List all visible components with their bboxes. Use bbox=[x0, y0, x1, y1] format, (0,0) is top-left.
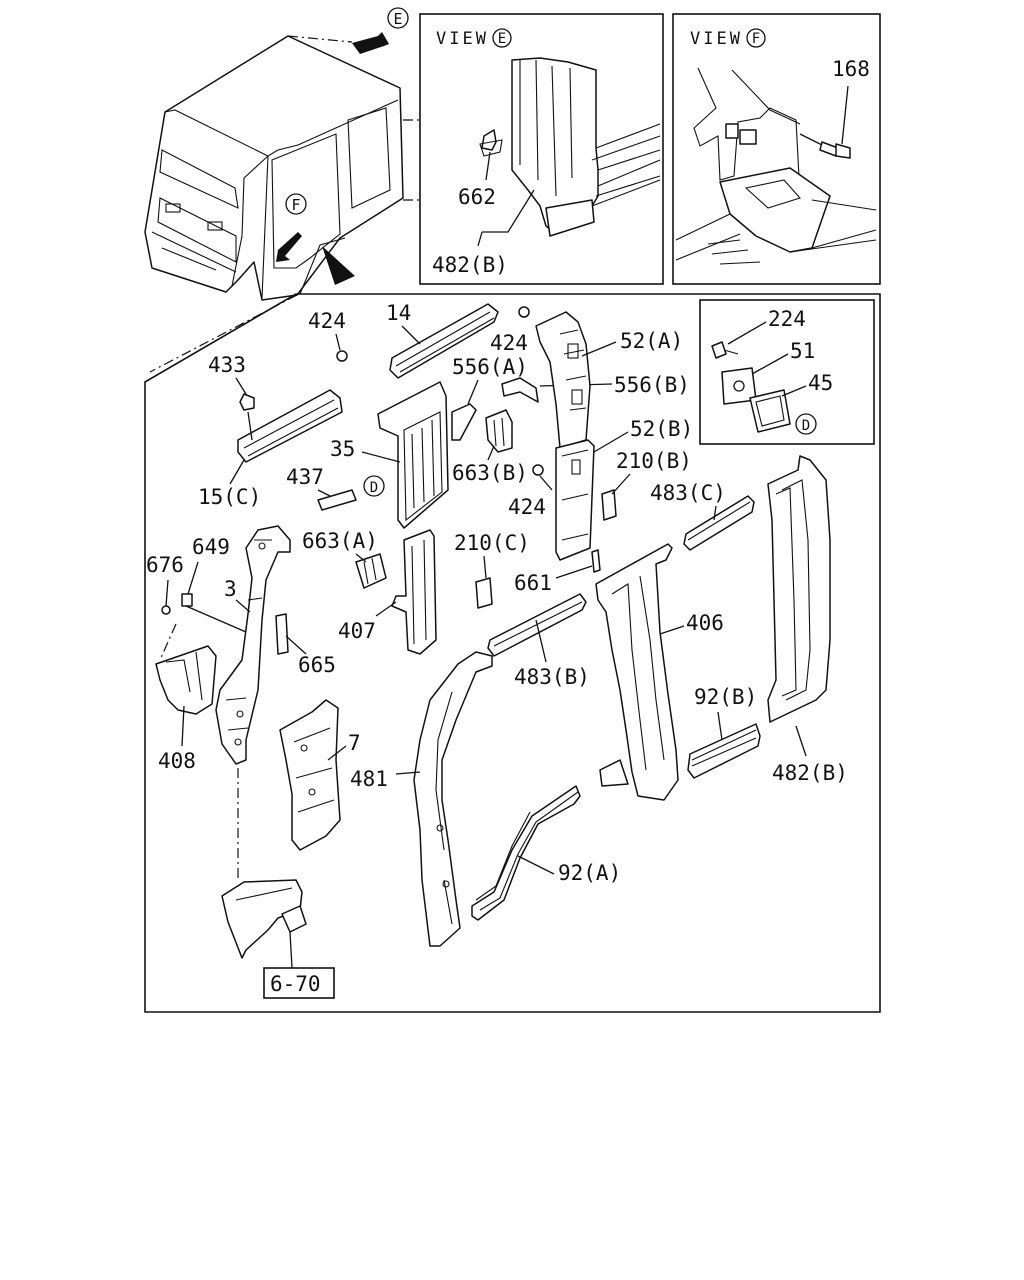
callout-424-a: 424 bbox=[308, 309, 346, 333]
inset-panel: 224 51 45 D bbox=[699, 299, 875, 445]
marker-d-inset: D bbox=[802, 418, 810, 434]
callout-424-b: 424 bbox=[490, 331, 528, 355]
callout-52a: 52(A) bbox=[620, 329, 683, 353]
view-f-title: VIEW bbox=[690, 29, 743, 49]
callout-15c: 15(C) bbox=[198, 485, 261, 509]
callout-407: 407 bbox=[338, 619, 376, 643]
callout-210c: 210(C) bbox=[454, 531, 530, 555]
callout-662: 662 bbox=[458, 185, 496, 209]
callout-35: 35 bbox=[330, 437, 355, 461]
callout-556b: 556(B) bbox=[614, 373, 690, 397]
callout-437: 437 bbox=[286, 465, 324, 489]
callout-482b-view-e: 482(B) bbox=[432, 253, 508, 277]
callout-7: 7 bbox=[348, 731, 361, 755]
cab-overview: E F bbox=[144, 7, 420, 373]
callout-424-c: 424 bbox=[508, 495, 546, 519]
callout-649: 649 bbox=[192, 535, 230, 559]
callout-51: 51 bbox=[790, 339, 815, 363]
callout-224: 224 bbox=[768, 307, 806, 331]
callout-52b: 52(B) bbox=[630, 417, 693, 441]
callout-45: 45 bbox=[808, 371, 833, 395]
callout-483c: 483(C) bbox=[650, 481, 726, 505]
view-e-marker: E bbox=[498, 31, 506, 47]
view-f-panel: VIEW F 168 bbox=[672, 13, 881, 285]
callout-3: 3 bbox=[224, 577, 237, 601]
marker-f: F bbox=[291, 196, 300, 214]
callout-661: 661 bbox=[514, 571, 552, 595]
callout-663b: 663(B) bbox=[452, 461, 528, 485]
main-panel: 224 51 45 D 14 424 433 15(C) 35 bbox=[144, 293, 881, 1013]
marker-e: E bbox=[393, 10, 402, 28]
view-f-marker: F bbox=[752, 31, 760, 47]
view-e-title: VIEW bbox=[436, 29, 489, 49]
callout-482b: 482(B) bbox=[772, 761, 848, 785]
callout-556a: 556(A) bbox=[452, 355, 528, 379]
callout-210b: 210(B) bbox=[616, 449, 692, 473]
callout-406: 406 bbox=[686, 611, 724, 635]
callout-168: 168 bbox=[832, 57, 870, 81]
callout-14: 14 bbox=[386, 301, 411, 325]
callout-483b: 483(B) bbox=[514, 665, 590, 689]
marker-d-main: D bbox=[370, 480, 378, 496]
callout-92b: 92(B) bbox=[694, 685, 757, 709]
callout-481: 481 bbox=[350, 767, 388, 791]
callout-433: 433 bbox=[208, 353, 246, 377]
callout-408: 408 bbox=[158, 749, 196, 773]
reference-6-70: 6-70 bbox=[270, 972, 321, 996]
callout-92a: 92(A) bbox=[558, 861, 621, 885]
callout-663a: 663(A) bbox=[302, 529, 378, 553]
callout-665: 665 bbox=[298, 653, 336, 677]
callout-676: 676 bbox=[146, 553, 184, 577]
view-e-panel: VIEW E 662 482(B) bbox=[419, 13, 664, 285]
